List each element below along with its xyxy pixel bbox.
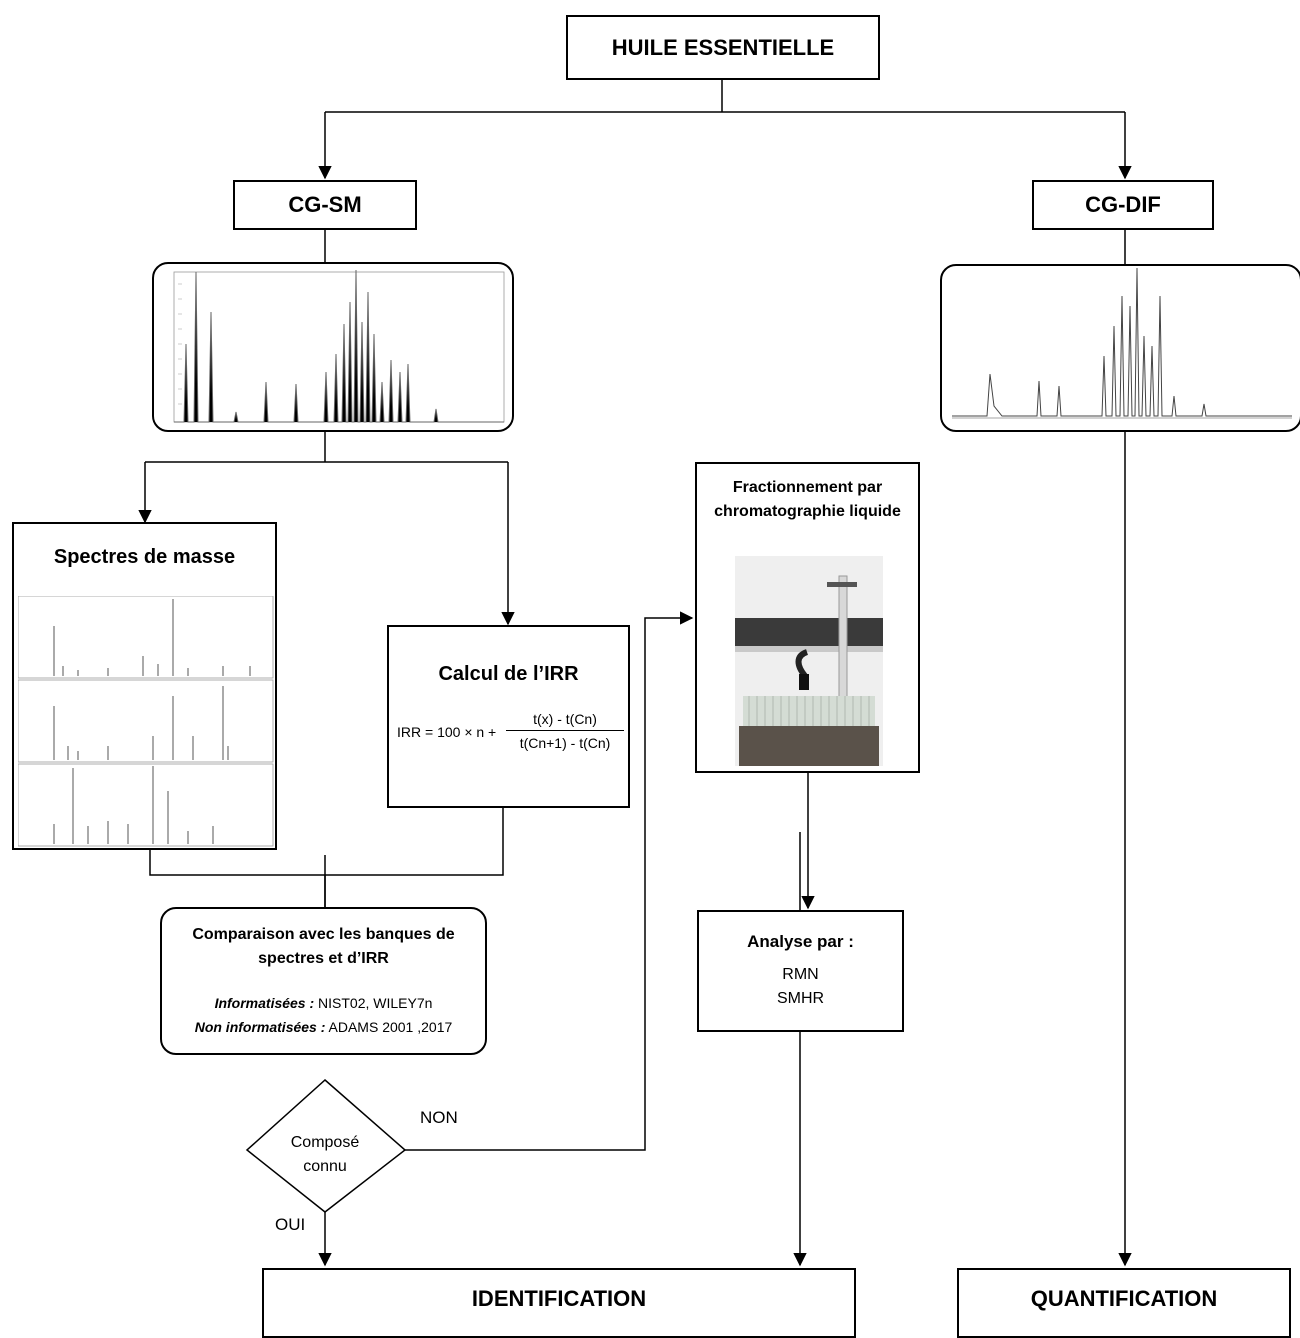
node-cg-sm: CG-SM: [233, 180, 417, 230]
node-huile-essentielle: HUILE ESSENTIELLE: [566, 15, 880, 80]
chromatogram-cgsm-plot: [173, 269, 505, 423]
irr-title: Calcul de l’IRR: [438, 663, 579, 685]
node-cg-sm-label: CG-SM: [288, 192, 362, 217]
comparaison-informatisees: Informatisées : NIST02, WILEY7n: [162, 995, 485, 1011]
node-cg-dif-label: CG-DIF: [1085, 192, 1161, 217]
node-quantification: QUANTIFICATION: [957, 1268, 1291, 1338]
identification-label: IDENTIFICATION: [471, 1286, 647, 1311]
spectres-title: Spectres de masse: [53, 546, 236, 568]
node-calcul-irr: Calcul de l’IRR IRR = 100 × n + t(x) - t…: [387, 625, 630, 808]
chromatogram-cgdif-image: [940, 264, 1300, 432]
analyse-title: Analyse par :: [747, 932, 854, 951]
node-spectres-de-masse: Spectres de masse: [12, 522, 277, 850]
irr-formula-denominator: t(Cn+1) - t(Cn): [519, 735, 611, 751]
edge-label-non: NON: [420, 1108, 458, 1127]
node-fractionnement: Fractionnement par chromatographie liqui…: [695, 462, 920, 773]
arrow-non: [405, 611, 694, 1151]
edge-label-oui: OUI: [275, 1215, 306, 1234]
decision-diamond: [245, 1078, 407, 1213]
node-cg-dif: CG-DIF: [1032, 180, 1214, 230]
analyse-smhr: SMHR: [776, 990, 825, 1007]
node-identification: IDENTIFICATION: [262, 1268, 856, 1338]
quantification-label: QUANTIFICATION: [1030, 1286, 1218, 1311]
irr-formula-lhs: IRR = 100 × n +: [397, 724, 497, 740]
fractionnement-title: Fractionnement par chromatographie liqui…: [714, 479, 901, 520]
node-analyse-par: Analyse par : RMN SMHR: [697, 910, 904, 1032]
non-informatisees-value: ADAMS 2001 ,2017: [325, 1019, 453, 1035]
decision-compose-connu: Composé connu: [290, 1134, 360, 1175]
comparaison-title: Comparaison avec les banques de spectres…: [192, 926, 455, 967]
node-comparaison: Comparaison avec les banques de spectres…: [160, 907, 487, 1055]
informatisees-label: Informatisées :: [214, 995, 315, 1011]
analyse-rmn: RMN: [782, 966, 819, 983]
non-informatisees-label: Non informatisées :: [194, 1019, 326, 1035]
mass-spectra-plots: [18, 596, 274, 847]
informatisees-value: NIST02, WILEY7n: [314, 995, 433, 1011]
chromatogram-cgdif-plot: [952, 267, 1292, 419]
liquid-chromatography-photo: [735, 556, 883, 766]
node-huile-label: HUILE ESSENTIELLE: [611, 34, 835, 60]
chromatogram-cgsm-image: [152, 262, 514, 432]
comparaison-non-informatisees: Non informatisées : ADAMS 2001 ,2017: [162, 1019, 485, 1035]
irr-formula-numerator: t(x) - t(Cn): [506, 711, 624, 731]
